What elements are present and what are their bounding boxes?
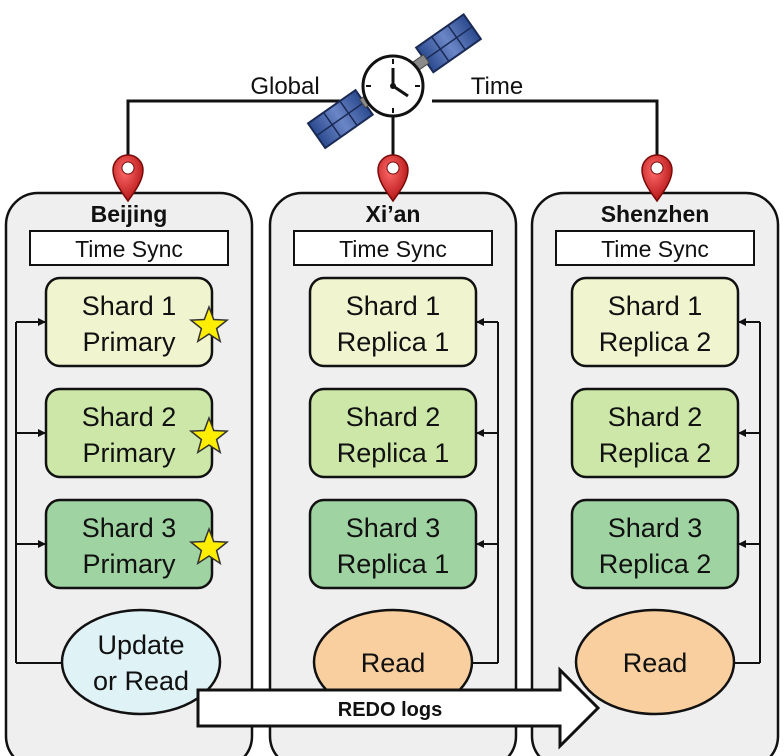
location-pin-hole <box>650 161 664 175</box>
time-label: Time <box>471 73 523 100</box>
shard-role: Replica 2 <box>599 549 712 579</box>
primary-star-icon <box>188 526 230 566</box>
shard-label: Shard 3 <box>346 513 441 543</box>
shard-role: Replica 2 <box>599 327 712 357</box>
shard-role: Primary <box>83 438 176 468</box>
location-pin-icon <box>377 154 409 203</box>
shard-label: Shard 1 <box>82 291 177 321</box>
shard-role: Replica 1 <box>337 438 450 468</box>
client-label: Update <box>97 630 184 660</box>
shard-label: Shard 1 <box>608 291 703 321</box>
datacenter-name: Beijing <box>91 201 168 227</box>
client-label: Read <box>361 648 426 678</box>
primary-star-icon <box>188 415 230 455</box>
time-sync-label: Time Sync <box>339 236 447 262</box>
redo-logs-arrow: REDO logs <box>196 666 601 750</box>
shard-label: Shard 2 <box>82 402 177 432</box>
shard-label: Shard 2 <box>608 402 703 432</box>
shard-label: Shard 2 <box>346 402 441 432</box>
shard-label: Shard 3 <box>608 513 703 543</box>
time-sync-box <box>29 230 229 266</box>
time-sync-label: Time Sync <box>601 236 709 262</box>
satellite-clock-icon <box>306 13 483 150</box>
shard-role: Replica 2 <box>599 438 712 468</box>
shard-role: Replica 1 <box>337 327 450 357</box>
update-or-read-client <box>60 608 222 716</box>
primary-star-icon <box>188 304 230 344</box>
time-sync-label: Time Sync <box>75 236 183 262</box>
location-pin-icon <box>641 154 673 203</box>
shard-role: Primary <box>83 327 176 357</box>
client-label: Read <box>623 648 688 678</box>
global-label: Global <box>250 73 319 100</box>
shard-role: Replica 1 <box>337 549 450 579</box>
time-sync-box <box>555 230 755 266</box>
location-pin-hole <box>121 161 135 175</box>
client-label-line2: or Read <box>93 666 189 696</box>
redo-logs-label: REDO logs <box>338 699 442 721</box>
shard-label: Shard 3 <box>82 513 177 543</box>
datacenter-name: Xi’an <box>366 201 421 227</box>
location-pin-hole <box>386 161 400 175</box>
time-sync-box <box>293 230 493 266</box>
shard-role: Primary <box>83 549 176 579</box>
location-pin-icon <box>112 154 144 203</box>
shard-label: Shard 1 <box>346 291 441 321</box>
datacenter-name: Shenzhen <box>601 201 710 227</box>
